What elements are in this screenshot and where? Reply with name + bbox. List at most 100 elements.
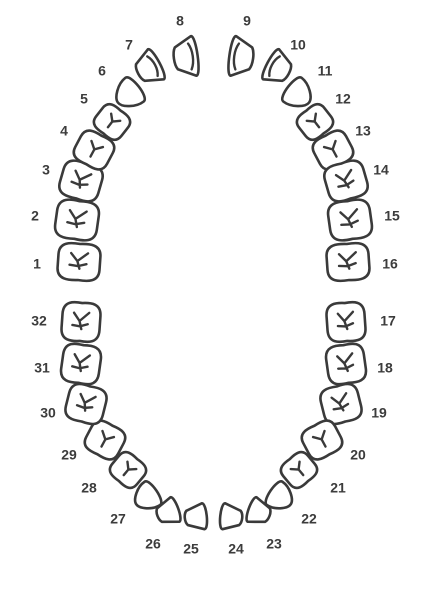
- tooth-number-27: 27: [110, 511, 126, 527]
- tooth-6[interactable]: [109, 75, 148, 115]
- tooth-11-crown: [280, 76, 312, 108]
- tooth-10-fissure: [268, 55, 281, 78]
- tooth-16-fissure: [337, 251, 357, 270]
- tooth-18-fissure: [336, 352, 355, 373]
- tooth-23-crown: [245, 496, 272, 524]
- tooth-number-5: 5: [80, 91, 88, 107]
- tooth-31-crown: [59, 342, 103, 386]
- tooth-19-crown: [319, 382, 363, 426]
- tooth-31[interactable]: [59, 342, 103, 386]
- tooth-9[interactable]: [227, 34, 256, 79]
- tooth-1[interactable]: [56, 241, 102, 283]
- tooth-number-23: 23: [266, 536, 282, 552]
- tooth-22[interactable]: [263, 479, 299, 516]
- tooth-number-32: 32: [31, 313, 47, 329]
- tooth-1-crown: [56, 241, 102, 283]
- tooth-number-22: 22: [301, 511, 317, 527]
- tooth-30-crown: [64, 382, 108, 426]
- tooth-number-9: 9: [243, 13, 251, 29]
- tooth-8[interactable]: [171, 34, 200, 79]
- tooth-number-13: 13: [355, 123, 371, 139]
- tooth-24-crown: [218, 502, 244, 531]
- tooth-15-crown: [326, 198, 374, 242]
- tooth-4[interactable]: [70, 127, 117, 173]
- tooth-2[interactable]: [53, 198, 101, 242]
- tooth-number-19: 19: [371, 405, 387, 421]
- tooth-number-3: 3: [42, 162, 50, 178]
- tooth-number-20: 20: [350, 447, 366, 463]
- tooth-8-fissure: [186, 42, 195, 71]
- tooth-number-10: 10: [290, 37, 306, 53]
- tooth-number-4: 4: [60, 123, 68, 139]
- tooth-29[interactable]: [81, 417, 128, 463]
- tooth-10[interactable]: [260, 47, 297, 88]
- tooth-25[interactable]: [183, 502, 209, 531]
- tooth-12-fissure: [305, 112, 321, 129]
- tooth-24[interactable]: [218, 502, 244, 531]
- tooth-number-18: 18: [377, 360, 393, 376]
- tooth-32-crown: [60, 300, 102, 344]
- tooth-4-fissure: [89, 139, 105, 158]
- tooth-26[interactable]: [153, 496, 183, 528]
- tooth-27[interactable]: [128, 479, 164, 516]
- tooth-20-fissure: [311, 429, 327, 448]
- tooth-26-crown: [155, 496, 182, 524]
- tooth-number-26: 26: [145, 536, 161, 552]
- tooth-21[interactable]: [277, 449, 320, 492]
- tooth-number-30: 30: [40, 405, 56, 421]
- tooth-3-fissure: [70, 169, 93, 189]
- tooth-5-fissure: [106, 112, 122, 129]
- tooth-31-fissure: [71, 353, 92, 373]
- tooth-7-fissure: [146, 55, 159, 78]
- tooth-16-crown: [325, 241, 371, 283]
- tooth-number-28: 28: [81, 480, 97, 496]
- tooth-number-17: 17: [380, 313, 396, 329]
- tooth-12[interactable]: [293, 101, 336, 144]
- tooth-14-fissure: [334, 168, 355, 189]
- tooth-5[interactable]: [90, 101, 133, 144]
- tooth-2-fissure: [66, 208, 88, 229]
- tooth-18-crown: [324, 342, 368, 386]
- tooth-6-crown: [115, 76, 147, 108]
- tooth-28[interactable]: [106, 449, 149, 492]
- tooth-number-25: 25: [183, 541, 199, 557]
- tooth-17[interactable]: [325, 300, 367, 344]
- tooth-28-fissure: [122, 460, 138, 477]
- tooth-23[interactable]: [244, 496, 274, 528]
- tooth-18[interactable]: [324, 342, 368, 386]
- tooth-number-31: 31: [34, 360, 50, 376]
- tooth-number-29: 29: [61, 447, 77, 463]
- tooth-1-fissure: [68, 251, 90, 270]
- tooth-17-crown: [325, 300, 367, 344]
- tooth-9-fissure: [232, 42, 241, 71]
- tooth-19[interactable]: [318, 382, 364, 427]
- tooth-number-15: 15: [384, 208, 400, 224]
- tooth-number-7: 7: [125, 37, 133, 53]
- tooth-20[interactable]: [298, 417, 345, 463]
- tooth-number-1: 1: [33, 256, 41, 272]
- tooth-16[interactable]: [325, 241, 371, 283]
- tooth-number-24: 24: [228, 541, 244, 557]
- tooth-32-fissure: [71, 311, 91, 331]
- tooth-30[interactable]: [63, 382, 109, 427]
- tooth-number-2: 2: [31, 208, 39, 224]
- tooth-9-crown: [227, 34, 255, 78]
- tooth-22-crown: [264, 480, 294, 510]
- tooth-25-crown: [183, 502, 209, 531]
- tooth-19-fissure: [330, 392, 350, 412]
- tooth-13-fissure: [322, 139, 338, 158]
- tooth-number-21: 21: [330, 480, 346, 496]
- tooth-29-fissure: [100, 429, 116, 448]
- tooth-7[interactable]: [130, 47, 167, 88]
- tooth-number-14: 14: [373, 162, 389, 178]
- tooth-15[interactable]: [326, 198, 374, 242]
- tooth-17-fissure: [336, 310, 355, 331]
- tooth-number-12: 12: [335, 91, 351, 107]
- tooth-21-fissure: [289, 460, 305, 477]
- tooth-32[interactable]: [60, 300, 102, 344]
- tooth-11[interactable]: [279, 75, 318, 115]
- tooth-number-16: 16: [382, 256, 398, 272]
- tooth-13[interactable]: [309, 127, 356, 173]
